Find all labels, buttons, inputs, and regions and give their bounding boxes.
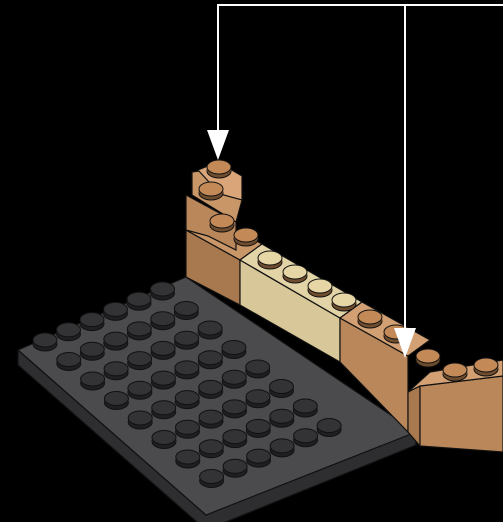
- wall-stud: [474, 358, 498, 376]
- baseplate-stud: [199, 440, 223, 458]
- baseplate-stud: [104, 332, 128, 350]
- baseplate-stud: [223, 430, 247, 448]
- baseplate-stud: [176, 420, 200, 438]
- baseplate-stud: [152, 431, 176, 449]
- baseplate-stud: [317, 419, 341, 437]
- baseplate-stud: [270, 439, 294, 457]
- baseplate-stud: [222, 341, 246, 359]
- baseplate-stud: [151, 341, 175, 359]
- baseplate-stud: [223, 459, 247, 477]
- baseplate-stud: [33, 333, 57, 351]
- baseplate-stud: [128, 381, 152, 399]
- baseplate-stud: [174, 302, 198, 320]
- baseplate-stud: [57, 323, 81, 341]
- baseplate-stud: [198, 321, 222, 339]
- baseplate-stud: [128, 411, 152, 429]
- baseplate-stud: [104, 302, 128, 320]
- callout-line: [218, 5, 503, 138]
- wall-stud: [443, 363, 467, 381]
- arrow-1: [207, 130, 229, 160]
- baseplate-stud: [246, 360, 270, 378]
- wall-stud: [199, 182, 223, 200]
- baseplate-stud: [151, 312, 175, 330]
- wall-stud: [283, 265, 307, 283]
- wall-stud: [332, 293, 356, 311]
- baseplate-stud: [199, 410, 223, 428]
- baseplate-stud: [293, 399, 317, 417]
- corner-brick-side: [420, 376, 503, 452]
- baseplate-stud: [151, 371, 175, 389]
- baseplate-stud: [127, 292, 151, 310]
- baseplate-stud: [246, 390, 270, 408]
- baseplate-stud: [175, 361, 199, 379]
- baseplate-stud: [104, 362, 128, 380]
- baseplate-stud: [223, 400, 247, 418]
- baseplate-stud: [270, 380, 294, 398]
- baseplate-stud: [294, 429, 318, 447]
- wall-stud: [308, 279, 332, 297]
- baseplate-stud: [175, 391, 199, 409]
- baseplate-stud: [199, 380, 223, 398]
- baseplate-stud: [200, 470, 224, 488]
- wall-stud: [234, 228, 258, 246]
- wall-stud: [358, 310, 382, 328]
- baseplate-stud: [247, 449, 271, 467]
- baseplate-stud: [80, 313, 104, 331]
- baseplate-stud: [198, 351, 222, 369]
- wall-stud: [258, 251, 282, 269]
- wall-stud: [207, 160, 231, 178]
- baseplate-stud: [81, 372, 105, 390]
- baseplate-stud: [222, 370, 246, 388]
- baseplate-stud: [270, 409, 294, 427]
- baseplate-stud: [152, 401, 176, 419]
- baseplate-stud: [151, 282, 175, 300]
- baseplate-stud: [246, 419, 270, 437]
- wall-stud: [416, 349, 440, 367]
- wall-stud: [210, 214, 234, 232]
- baseplate-stud: [128, 352, 152, 370]
- baseplate-stud: [176, 450, 200, 468]
- baseplate-stud: [175, 331, 199, 349]
- baseplate-stud: [57, 353, 81, 371]
- baseplate-stud: [104, 392, 128, 410]
- baseplate-stud: [127, 322, 151, 340]
- baseplate-stud: [80, 342, 104, 360]
